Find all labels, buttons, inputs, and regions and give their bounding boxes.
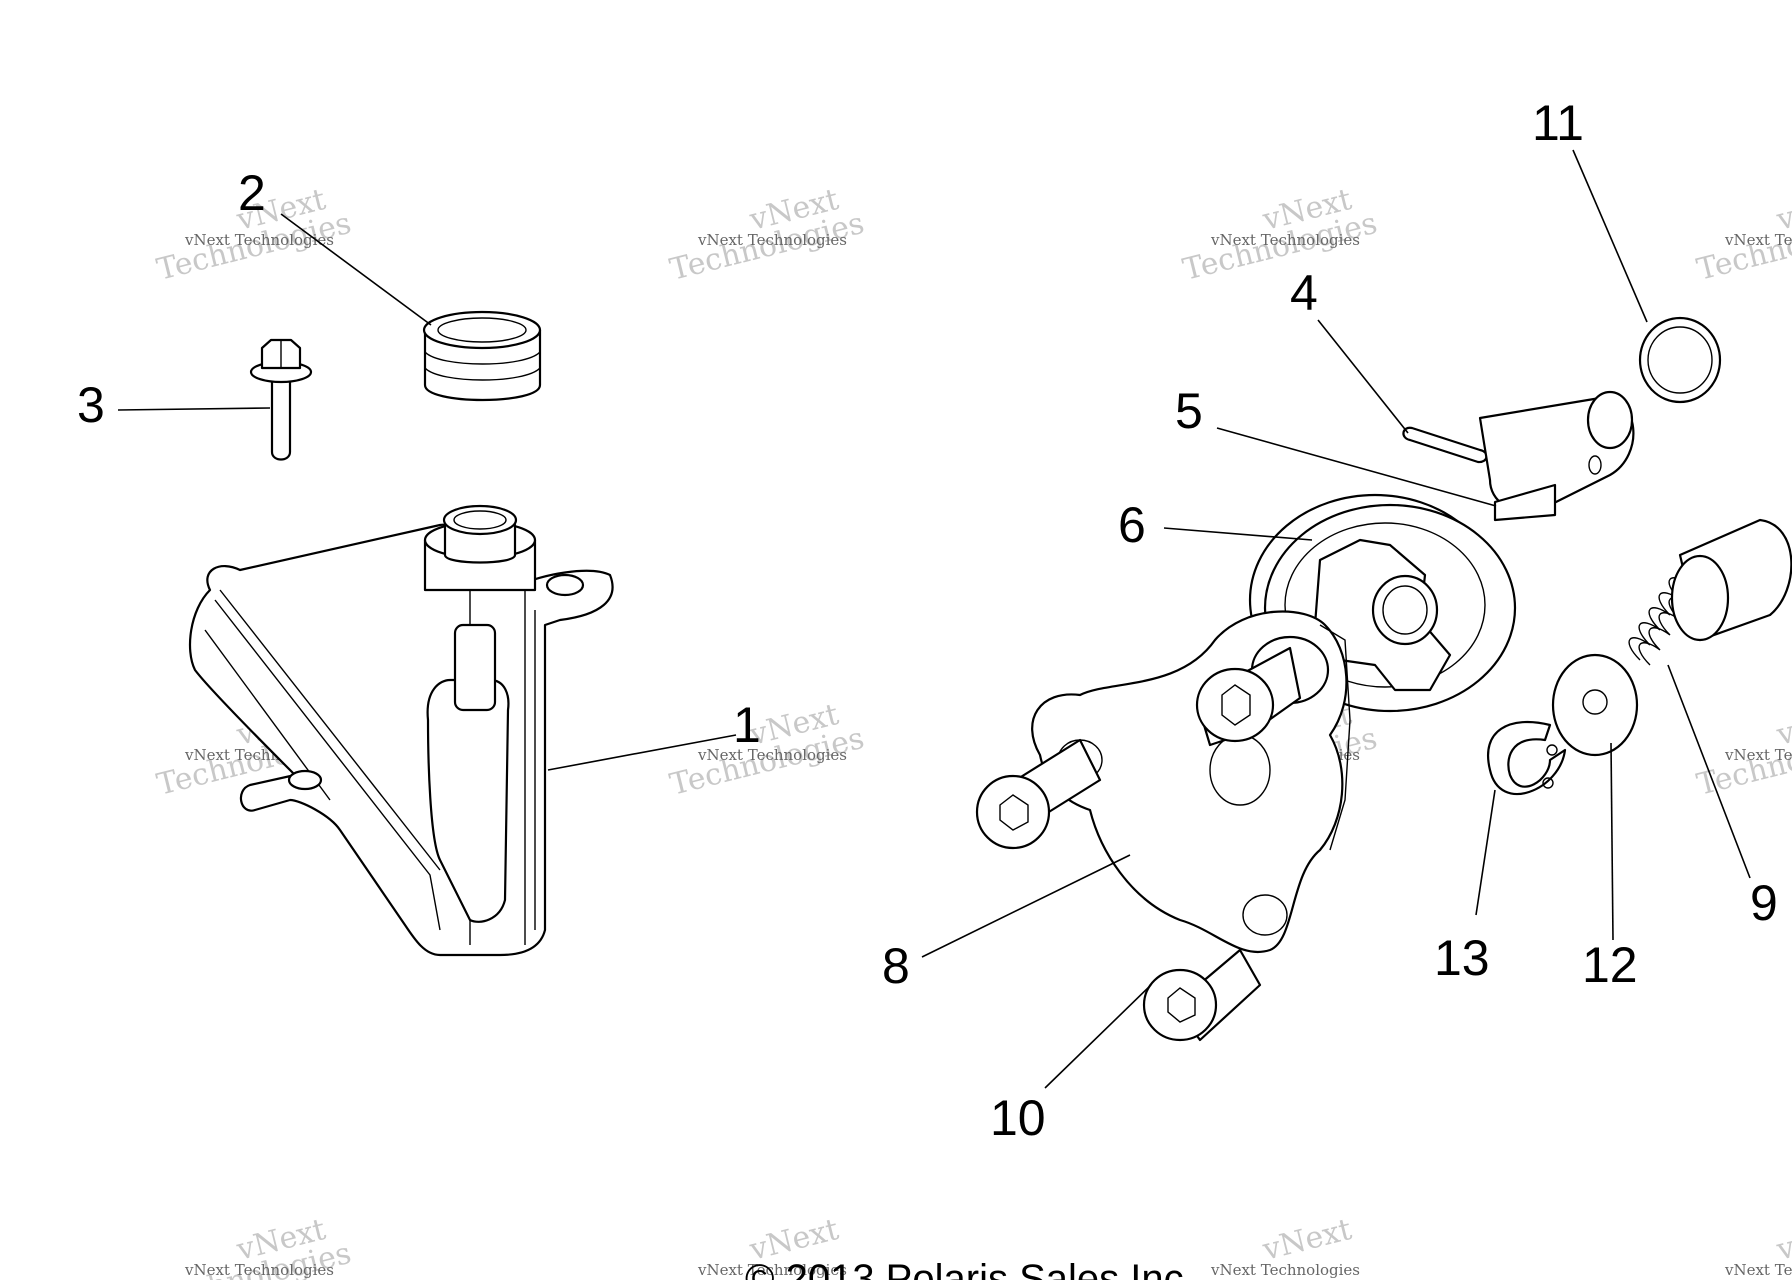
callout-1: 1 (733, 697, 761, 753)
watermark: vNext Technologies vNext Technologies (666, 697, 867, 803)
callouts: 1 2 3 4 5 6 8 9 10 11 12 13 (77, 95, 1778, 1146)
callout-13: 13 (1434, 930, 1490, 986)
svg-text:vNext Technologies: vNext Technologies (184, 231, 334, 249)
watermark: vNext vNext Technologies (1724, 1212, 1792, 1279)
part-1-strainer-housing (188, 504, 614, 957)
watermark: vNext vNext Technologies (1210, 1212, 1360, 1279)
svg-text:vNext Technologies: vNext Technologies (1724, 231, 1792, 249)
svg-text:vNext Technologies: vNext Technologies (184, 1261, 334, 1279)
watermark: vNext Technologies vNext Technologies (1693, 182, 1792, 288)
part-5-shaft (1478, 390, 1635, 522)
leader-lines (117, 149, 1751, 1089)
callout-4: 4 (1290, 265, 1318, 321)
watermark: vNext Technologies vNext Technologies (153, 1212, 354, 1280)
callout-2: 2 (238, 165, 266, 221)
part-8-pump-cover (1031, 610, 1351, 953)
svg-text:vNext Technologies: vNext Technologies (1724, 746, 1792, 764)
svg-text:vNext: vNext (1772, 1212, 1792, 1268)
callout-9: 9 (1750, 875, 1778, 931)
callout-11: 11 (1532, 95, 1584, 151)
watermark: vNext Technologies vNext Technologies (1179, 182, 1380, 288)
part-4-pin (1402, 426, 1488, 464)
watermark: vNext Technologies vNext Technologies (666, 182, 867, 288)
part-13-retaining-ring (1487, 720, 1567, 796)
part-9-spring (1628, 518, 1792, 666)
copyright-notice: © 2013 Polaris Sales Inc. (745, 1257, 1195, 1280)
part-12-flat-washer (1551, 653, 1639, 757)
callout-12: 12 (1582, 937, 1638, 993)
svg-text:vNext Technologies: vNext Technologies (1210, 1261, 1360, 1279)
part-3-bolt (249, 338, 313, 461)
callout-10: 10 (990, 1090, 1046, 1146)
callout-5: 5 (1175, 383, 1203, 439)
part-2-plug (422, 310, 542, 402)
svg-text:vNext: vNext (1258, 1212, 1355, 1268)
callout-3: 3 (77, 377, 105, 433)
part-10-screw-b (1142, 948, 1262, 1042)
svg-text:vNext Technologies: vNext Technologies (697, 231, 847, 249)
svg-text:vNext Technologies: vNext Technologies (697, 1261, 847, 1279)
watermark: vNext Technologies vNext Technologies (1693, 697, 1792, 803)
svg-text:vNext Technologies: vNext Technologies (697, 746, 847, 764)
callout-6: 6 (1118, 497, 1146, 553)
part-11-washer (1638, 316, 1722, 404)
callout-8: 8 (882, 938, 910, 994)
part-10-screw-a (975, 738, 1102, 850)
svg-text:vNext Technologies: vNext Technologies (1724, 1261, 1792, 1279)
svg-text:vNext Technologies: vNext Technologies (1210, 231, 1360, 249)
